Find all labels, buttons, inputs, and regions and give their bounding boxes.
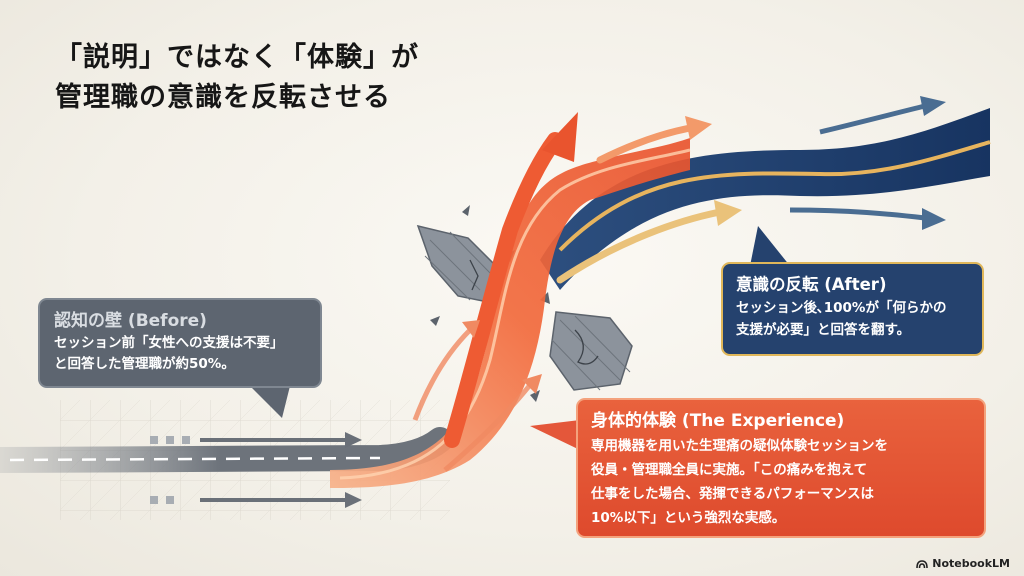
orange-arrow-right [596, 116, 712, 164]
after-text-line2: 支援が必要」と回答を翻す。 [736, 322, 911, 338]
blue-stream-gold-line [558, 140, 991, 252]
before-text-line2: と回答した管理職が約50%。 [54, 356, 235, 372]
blue-arrow-bottom [789, 207, 946, 230]
before-callout-pointer [250, 386, 290, 418]
orange-arrow-small-2 [443, 374, 542, 472]
orange-arrow-small-1 [412, 320, 480, 421]
before-heading: 認知の壁 (Before) [54, 311, 207, 331]
slide-title-line1: 「説明」ではなく「体験」が [55, 42, 419, 73]
orange-arrow-up [444, 112, 578, 448]
after-text-line1: セッション後､100%が「何らかの [736, 300, 947, 316]
gray-arrow-upper [200, 432, 362, 448]
experience-text-line3: 仕事をした場合、発揮できるパフォーマンスは [591, 486, 874, 502]
blue-stream [540, 108, 990, 290]
brand-watermark: NotebookLM [916, 557, 1010, 570]
gold-arrow [556, 200, 742, 284]
notebooklm-icon [916, 559, 929, 568]
slide-title-line2: 管理職の意識を反転させる [55, 82, 391, 113]
wall-fragment-lower [549, 311, 633, 391]
brand-label: NotebookLM [932, 557, 1010, 570]
after-callout: 意識の反転 (After) セッション後､100%が「何らかの 支援が必要」と回… [721, 262, 984, 356]
experience-text-line4: 10%以下」という強烈な実感。 [591, 510, 786, 526]
before-text-line1: セッション前「女性への支援は不要」 [54, 335, 284, 351]
wall-fragment-upper [416, 224, 499, 303]
orange-stream-highlight [339, 148, 691, 480]
before-callout: 認知の壁 (Before) セッション前「女性への支援は不要」 と回答した管理職… [38, 298, 322, 388]
gray-arrow-lower [200, 492, 362, 508]
experience-heading: 身体的体験 (The Experience) [591, 411, 845, 431]
road-markers [150, 436, 190, 504]
blue-arrow-top [819, 96, 946, 135]
experience-text-line2: 役員・管理職全員に実施。「この痛みを抱えて [591, 462, 868, 478]
slide-title: 「説明」ではなく「体験」が 管理職の意識を反転させる [55, 38, 419, 118]
experience-callout-pointer [530, 420, 580, 450]
orange-stream [330, 138, 690, 488]
after-callout-pointer [750, 226, 790, 266]
after-heading: 意識の反転 (After) [736, 275, 887, 294]
experience-text-line1: 専用機器を用いた生理痛の疑似体験セッションを [591, 438, 888, 454]
experience-callout: 身体的体験 (The Experience) 専用機器を用いた生理痛の疑似体験セ… [576, 398, 986, 538]
